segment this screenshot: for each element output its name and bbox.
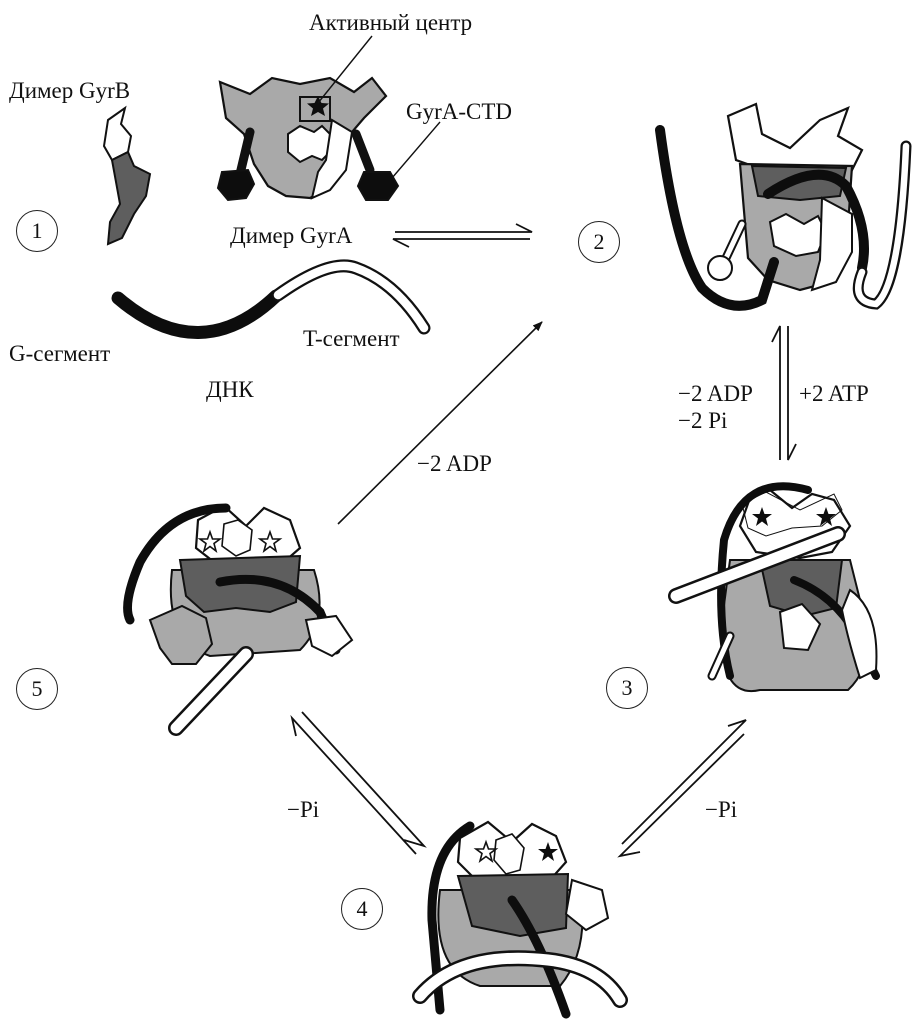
t-segment-label: T-сегмент [303, 327, 400, 350]
transition-4-3: −Pi [705, 798, 737, 821]
g-segment-label: G-сегмент [9, 342, 110, 365]
state-2-complex [660, 104, 906, 306]
step-5-marker: 5 [16, 668, 58, 710]
arrow-5-to-2 [338, 322, 542, 524]
transition-2-3-right: +2 ATP [799, 382, 869, 405]
equilibrium-arrow-4-3 [620, 720, 746, 856]
transition-5-2: −2 ADP [417, 452, 492, 475]
state-3-complex [676, 486, 876, 691]
gyrb-dimer-shape [104, 108, 150, 244]
equilibrium-arrow-5-4 [292, 712, 424, 854]
step-3-marker: 3 [606, 667, 648, 709]
equilibrium-arrow-2-3 [772, 326, 796, 460]
dna-label: ДНК [206, 378, 254, 401]
equilibrium-arrow-1-2 [393, 224, 532, 247]
gyra-ctd-label: GyrA-CTD [406, 100, 512, 123]
gyra-ctd-pointer [392, 122, 440, 178]
gyra-dimer-label: Димер GyrA [230, 224, 352, 247]
active-center-label: Активный центр [309, 11, 472, 34]
transition-5-4: −Pi [287, 798, 319, 821]
gyra-dimer-shape [218, 78, 398, 200]
step-4-marker: 4 [341, 888, 383, 930]
transition-2-3-left-line2: −2 Pi [678, 409, 727, 432]
state-5-complex [128, 506, 352, 728]
step-2-marker: 2 [578, 221, 620, 263]
step-1-marker: 1 [16, 210, 58, 252]
state-4-complex [420, 822, 620, 1014]
gyrb-dimer-label: Димер GyrB [9, 79, 130, 102]
dna-strand [118, 266, 424, 333]
transition-2-3-left-line1: −2 ADP [678, 382, 753, 405]
